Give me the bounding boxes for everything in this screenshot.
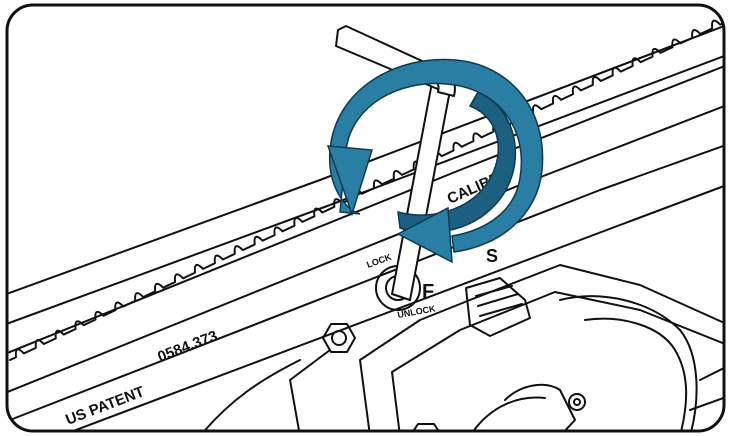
trigger-pin-inner — [573, 398, 581, 406]
diagram-frame — [5, 3, 726, 433]
receiver-lower-line — [9, 139, 724, 421]
picatinny-rail — [9, 19, 724, 361]
trigger — [504, 383, 576, 431]
receiver-side-line-2 — [7, 99, 724, 396]
safe-label: S — [486, 246, 498, 266]
trigger-guard — [469, 396, 546, 431]
rotation-arrow-back — [397, 91, 517, 234]
trigger-pin — [568, 393, 586, 411]
safety-lever — [465, 277, 531, 337]
magazine-well-inner — [584, 317, 688, 431]
fire-label: F — [422, 281, 434, 303]
diagram-artwork — [7, 19, 724, 431]
trigger-housing-inner — [391, 291, 724, 431]
safety-lever-ribs — [475, 285, 523, 317]
grip-front — [289, 349, 331, 431]
wrench-long-arm — [391, 71, 453, 301]
rotation-arrow-head-left — [326, 145, 373, 217]
receiver-bottom-line — [59, 179, 724, 431]
hex-screw-icon — [322, 323, 356, 353]
grip-curve — [199, 359, 301, 431]
trigger-housing — [359, 264, 724, 431]
patent-label: US PATENT — [63, 383, 146, 429]
magazine-well — [559, 295, 698, 431]
rotate-counterclockwise-arrow-icon — [326, 58, 544, 264]
receiver-side-line — [7, 59, 724, 361]
rotation-arrow-head-right — [396, 206, 453, 264]
receiver-top-edge-inner — [7, 49, 724, 331]
receiver-top-edge — [7, 19, 724, 301]
hex-screw-lower-icon — [409, 423, 443, 431]
right-detail — [689, 359, 724, 411]
patent-number: 0584.373 — [155, 327, 220, 365]
